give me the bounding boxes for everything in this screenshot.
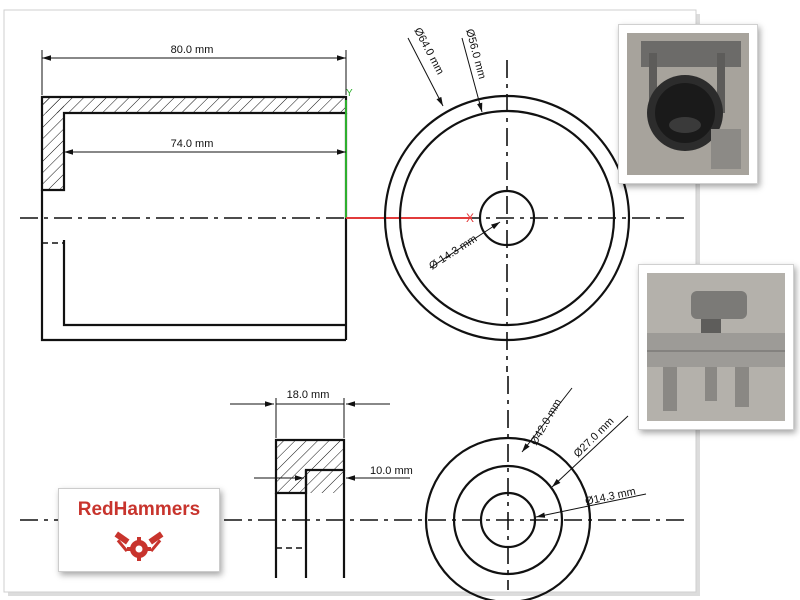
small-part-face-view: [424, 376, 647, 600]
redhammers-logo: RedHammers: [58, 488, 220, 572]
caliper-measuring-cup-photo: [618, 24, 758, 184]
sketch-y-axis-label: Y: [346, 88, 353, 99]
sketch-x-axis-label: X: [466, 211, 474, 225]
cup-section-view: Y: [40, 50, 353, 342]
cup-end-view: [383, 37, 631, 372]
outer-length-label: 80.0 mm: [171, 44, 214, 56]
caliper-cup-image: [627, 33, 749, 175]
hammers-gear-icon: [114, 531, 164, 561]
inner-length-label: 74.0 mm: [171, 138, 214, 150]
caliper-part-image: [647, 273, 785, 421]
small-part-section-view: [230, 398, 410, 578]
small-part-step-label: 10.0 mm: [370, 465, 413, 477]
logo-text: RedHammers: [77, 499, 201, 520]
small-part-width-label: 18.0 mm: [287, 389, 330, 401]
caliper-measuring-part-photo: [638, 264, 794, 430]
